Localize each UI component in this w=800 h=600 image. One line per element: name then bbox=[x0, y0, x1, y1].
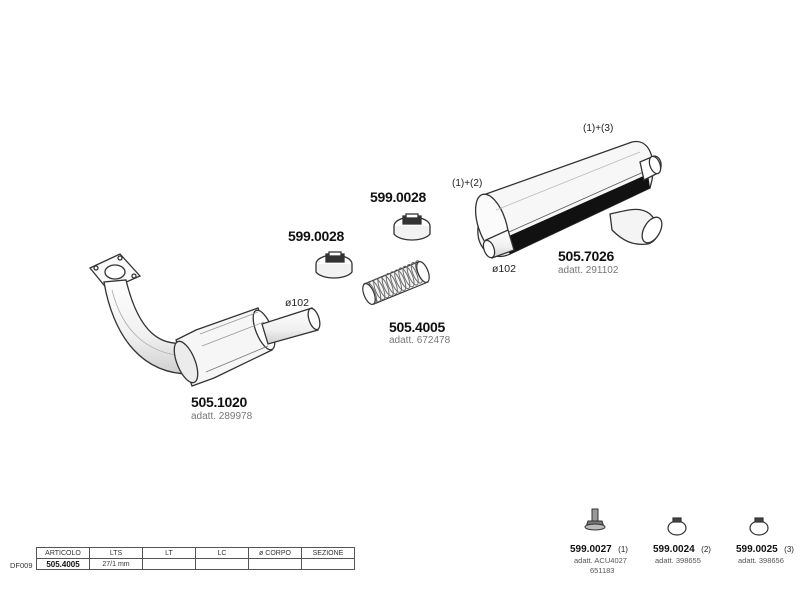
flex-rib bbox=[406, 263, 419, 286]
downpipe-flange bbox=[88, 253, 142, 291]
silencer-diameter: ø102 bbox=[492, 263, 516, 275]
spec-header-lt: LT bbox=[142, 547, 196, 559]
spec-header-corpo: ø CORPO bbox=[248, 547, 302, 559]
downpipe-outlet bbox=[261, 307, 321, 345]
spec-cell-lt bbox=[142, 558, 196, 570]
silencer-adapt: adatt. 291102 bbox=[558, 265, 619, 276]
spec-table-row: 505.4005 27/1 mm bbox=[36, 558, 355, 570]
flex-code: 505.4005 bbox=[389, 319, 446, 335]
silencer-note-outlet: (1)+(3) bbox=[583, 123, 613, 134]
flex-rib bbox=[398, 267, 411, 290]
clamp-a-part bbox=[315, 251, 353, 279]
spec-cell-articolo: 505.4005 bbox=[36, 558, 90, 570]
flex-rib bbox=[373, 278, 386, 301]
small-part-1-label: 599.0027 (1) bbox=[570, 539, 628, 556]
small-part-2-adapt: adatt. 398655 bbox=[655, 556, 701, 565]
silencer-shadow-band bbox=[500, 174, 650, 254]
clamp-b-code: 599.0028 bbox=[370, 189, 427, 205]
spec-header-sezione: SEZIONE bbox=[301, 547, 355, 559]
flex-adapt: adatt. 672478 bbox=[389, 335, 451, 346]
small-part-3-ref: (3) bbox=[784, 545, 794, 554]
flex-rib bbox=[394, 269, 407, 291]
small-part-2-label: 599.0024 (2) bbox=[653, 539, 711, 556]
spec-cell-sezione bbox=[301, 558, 355, 570]
flex-rib bbox=[402, 265, 415, 288]
spec-table-header-row: ARTICOLO LTS LT LC ø CORPO SEZIONE bbox=[36, 547, 355, 559]
small-part-1-ref: (1) bbox=[618, 545, 628, 554]
small-part-3-code: 599.0025 bbox=[736, 544, 778, 555]
downpipe-diameter: ø102 bbox=[285, 297, 309, 309]
model-code: DF009 bbox=[10, 561, 33, 570]
small-part-2-code: 599.0024 bbox=[653, 544, 695, 555]
catalyst-body bbox=[173, 307, 276, 387]
small-part-2-ref: (2) bbox=[701, 545, 711, 554]
downpipe-part bbox=[88, 253, 321, 387]
small-part-3-adapt: adatt. 398656 bbox=[738, 556, 784, 565]
clamp-b-part bbox=[393, 213, 431, 241]
flex-pipe-part bbox=[362, 260, 430, 305]
small-part-clamp-ring-3 bbox=[749, 517, 769, 536]
small-part-1-code: 599.0027 bbox=[570, 544, 612, 555]
flex-rib bbox=[377, 276, 390, 299]
flex-rib bbox=[390, 271, 402, 293]
downpipe-adapt: adatt. 289978 bbox=[191, 411, 253, 422]
small-part-clamp-ring-2 bbox=[667, 517, 687, 536]
silencer-part bbox=[474, 141, 663, 259]
small-part-1-adapt: adatt. ACU4027 bbox=[574, 556, 627, 565]
flex-rib bbox=[385, 273, 398, 295]
spec-table: ARTICOLO LTS LT LC ø CORPO SEZIONE 505.4… bbox=[36, 547, 355, 570]
spec-cell-lts: 27/1 mm bbox=[89, 558, 143, 570]
clamp-a-code: 599.0028 bbox=[288, 228, 345, 244]
spec-header-lts: LTS bbox=[89, 547, 143, 559]
downpipe-code: 505.1020 bbox=[191, 394, 248, 410]
spec-cell-corpo bbox=[248, 558, 302, 570]
silencer-note-inlet: (1)+(2) bbox=[452, 178, 482, 189]
small-part-1-extra: 651183 bbox=[590, 566, 614, 575]
spec-header-articolo: ARTICOLO bbox=[36, 547, 90, 559]
spec-cell-lc bbox=[195, 558, 249, 570]
spec-header-lc: LC bbox=[195, 547, 249, 559]
small-part-bolt bbox=[584, 508, 606, 531]
silencer-code: 505.7026 bbox=[558, 248, 615, 264]
flex-rib bbox=[381, 274, 394, 297]
small-part-3-label: 599.0025 (3) bbox=[736, 539, 794, 556]
